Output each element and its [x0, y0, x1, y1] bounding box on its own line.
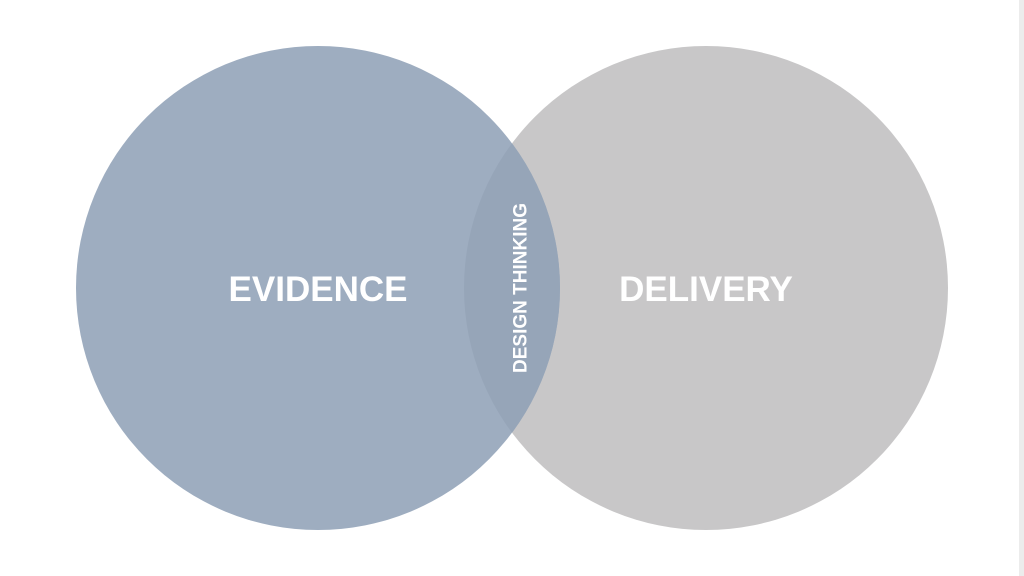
evidence-circle: [76, 46, 560, 530]
evidence-label: EVIDENCE: [229, 270, 408, 309]
delivery-label: DELIVERY: [619, 270, 793, 309]
delivery-circle: [464, 46, 948, 530]
slide-edge: [1019, 0, 1024, 576]
design-thinking-label: DESIGN THINKING: [511, 203, 532, 373]
